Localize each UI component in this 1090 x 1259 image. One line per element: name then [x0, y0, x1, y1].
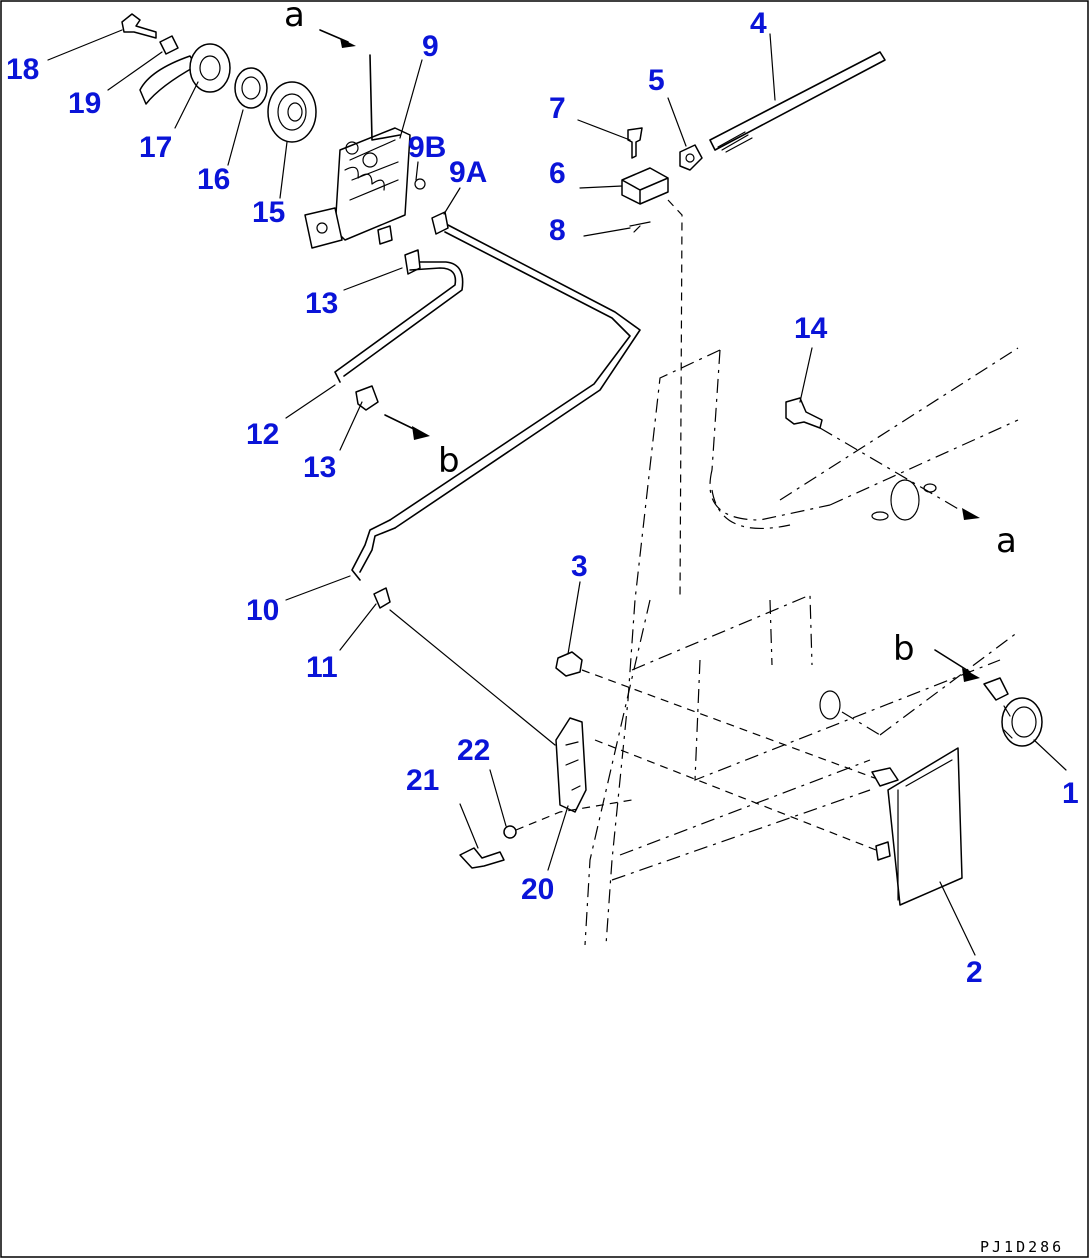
callout-13-lower: 13 — [303, 451, 336, 484]
bolt-7 — [627, 127, 643, 159]
bolt-21 — [459, 847, 505, 869]
rod-assembly — [621, 51, 886, 601]
lock-assembly-9 — [304, 29, 449, 249]
washer-19 — [159, 35, 179, 55]
callout-12: 12 — [246, 418, 279, 451]
rod-4 — [709, 51, 886, 151]
callout-9B: 9B — [408, 131, 446, 164]
bolt-18 — [121, 13, 157, 39]
callout-3: 3 — [571, 550, 588, 583]
callout-20: 20 — [521, 873, 554, 906]
ref-a-right: a — [996, 521, 1017, 561]
callout-16: 16 — [197, 163, 230, 196]
callout-2: 2 — [966, 956, 983, 989]
nut-5 — [679, 144, 703, 171]
callout-labels: 1 2 3 4 5 6 7 8 9 9A 9B 10 11 12 13 13 1… — [6, 7, 1079, 989]
callout-5: 5 — [648, 64, 665, 97]
nut-3 — [555, 651, 583, 677]
callout-6: 6 — [549, 157, 566, 190]
callout-9A: 9A — [449, 156, 487, 189]
lower-parts — [555, 649, 1043, 781]
clip-9A — [431, 211, 449, 235]
callout-4: 4 — [750, 7, 767, 40]
callout-18: 18 — [6, 53, 39, 86]
rod-12-b — [343, 261, 464, 377]
bolt-14 — [785, 397, 980, 520]
callout-14: 14 — [794, 312, 828, 345]
callout-9: 9 — [422, 30, 439, 63]
rod-11-line — [389, 609, 556, 746]
ref-line-a — [369, 54, 401, 141]
lock-bracket — [304, 207, 343, 249]
cover-15 — [267, 81, 317, 143]
lamp-2 — [594, 739, 963, 906]
pin-8 — [629, 221, 651, 233]
clip-13-lower — [355, 385, 379, 411]
ref-b-right: b — [893, 629, 915, 669]
washer-22 — [503, 825, 517, 839]
link-rods — [334, 224, 641, 746]
clip-13-upper — [404, 249, 421, 275]
drawing-code: PJ1D286 — [980, 1238, 1064, 1256]
cab-outline — [584, 347, 1019, 946]
leader-lines — [47, 29, 1067, 956]
ring-16 — [234, 67, 268, 109]
washer-9B — [414, 178, 426, 190]
callout-1: 1 — [1062, 777, 1079, 810]
handle-parts — [121, 13, 317, 143]
ref-b-mid: b — [438, 441, 460, 481]
callout-11: 11 — [306, 651, 338, 684]
reference-letters: a a b b — [284, 0, 1017, 669]
lever-17 — [139, 55, 197, 105]
callout-13-upper: 13 — [305, 287, 338, 320]
callout-8: 8 — [549, 214, 566, 247]
rod-10-upper — [394, 224, 641, 529]
callout-21: 21 — [406, 764, 439, 797]
callout-17: 17 — [139, 131, 172, 164]
callout-19: 19 — [68, 87, 101, 120]
rod-12-a — [334, 267, 457, 383]
bracket-20 — [459, 717, 633, 869]
callout-15: 15 — [252, 196, 285, 229]
block-6 — [621, 167, 669, 205]
rod-10-lower — [351, 519, 391, 581]
clip-11 — [373, 587, 391, 609]
callout-7: 7 — [549, 92, 566, 125]
callout-22: 22 — [457, 734, 490, 767]
callout-10: 10 — [246, 594, 279, 627]
ref-a-top: a — [284, 0, 305, 35]
